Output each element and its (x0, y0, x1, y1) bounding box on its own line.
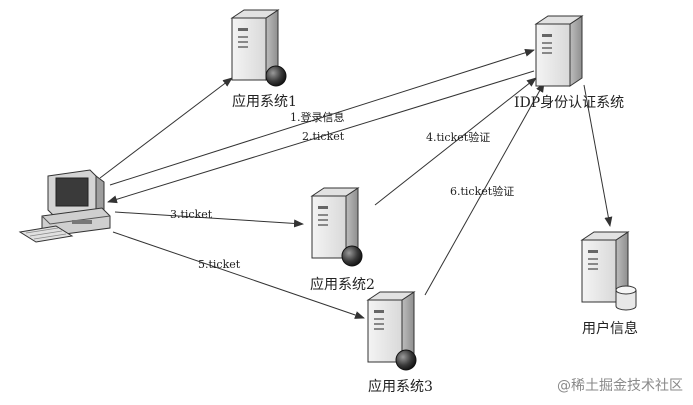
edge-label-6: 6.ticket验证 (450, 185, 515, 198)
node-label-app2: 应用系统2 (310, 277, 375, 293)
database-server-icon (580, 231, 637, 311)
edge-label-2: 2.ticket (302, 130, 345, 143)
edge-label-1: 1.登录信息 (290, 111, 345, 124)
edge-client-app1 (99, 77, 233, 179)
server-icon (366, 291, 417, 371)
server-icon (310, 187, 363, 267)
edge-label-3: 3.ticket (170, 208, 213, 221)
edge-login-info (109, 48, 535, 186)
edge-app3-verify (424, 82, 545, 296)
edge-label-5: 5.ticket (198, 258, 241, 271)
watermark: @稀土掘金技术社区 (557, 378, 683, 394)
edges (99, 48, 613, 319)
server-icon (230, 9, 287, 87)
edge-client-app2 (114, 211, 304, 228)
edge-label-4: 4.ticket验证 (426, 131, 491, 144)
edge-ticket-return (107, 70, 535, 204)
edge-client-app3 (112, 231, 365, 319)
node-label-app3: 应用系统3 (368, 379, 433, 395)
node-label-userinfo: 用户信息 (582, 321, 638, 337)
node-label-app1: 应用系统1 (232, 94, 297, 110)
edge-idp-userinfo (583, 84, 613, 227)
server-icon (534, 15, 584, 87)
desktop-computer-icon (18, 169, 111, 243)
node-label-idp: IDP身份认证系统 (514, 95, 625, 111)
edge-app2-verify (374, 77, 537, 206)
